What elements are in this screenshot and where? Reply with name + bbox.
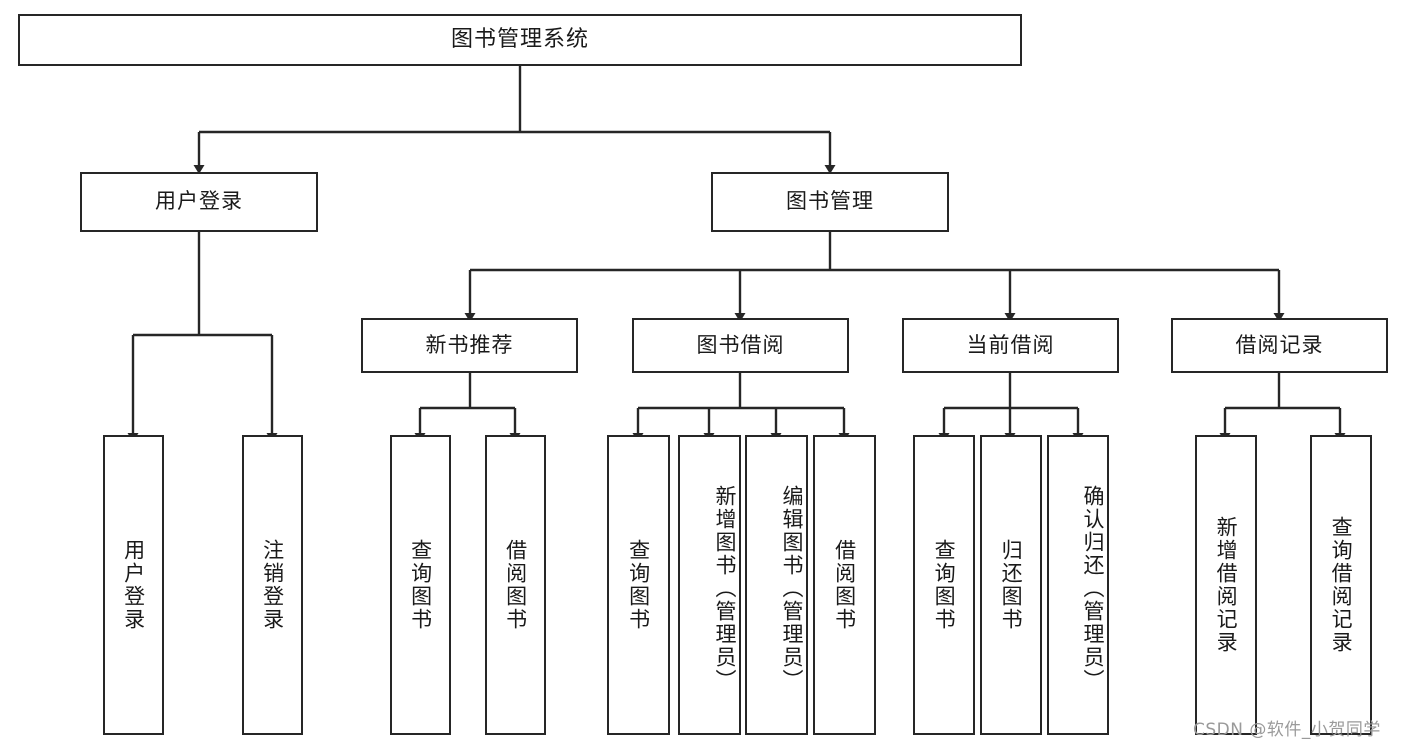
node-book-borrow[interactable]: 图书借阅 (632, 318, 849, 373)
node-label: 查询图书 (626, 539, 651, 631)
node-label: 新增借阅记录 (1214, 516, 1239, 654)
node-label: 当前借阅 (966, 332, 1055, 357)
node-label: 查询图书 (932, 539, 957, 631)
leaf-query-borrow-record[interactable]: 查询借阅记录 (1310, 435, 1372, 735)
node-label: 编辑图书（管理员） (780, 484, 804, 692)
leaf-user-login[interactable]: 用户登录 (103, 435, 164, 735)
node-label: 借阅记录 (1235, 332, 1324, 357)
leaf-confirm-return-admin[interactable]: 确认归还（管理员） (1047, 435, 1109, 735)
node-label: 注销登录 (260, 539, 285, 631)
node-book-manage[interactable]: 图书管理 (711, 172, 949, 232)
leaf-add-book-admin[interactable]: 新增图书（管理员） (678, 435, 741, 735)
leaf-edit-book-admin[interactable]: 编辑图书（管理员） (745, 435, 808, 735)
node-label: 用户登录 (155, 189, 243, 214)
leaf-query-book-borrow[interactable]: 查询图书 (607, 435, 670, 735)
leaf-return-book[interactable]: 归还图书 (980, 435, 1042, 735)
leaf-logout[interactable]: 注销登录 (242, 435, 303, 735)
node-label: 查询借阅记录 (1329, 516, 1354, 654)
node-label: 用户登录 (121, 539, 146, 631)
node-label: 借阅图书 (503, 539, 528, 631)
node-label: 新书推荐 (425, 332, 514, 357)
node-label: 新增图书（管理员） (713, 484, 737, 692)
csdn-watermark: CSDN @软件_小贺同学 (1193, 720, 1381, 740)
leaf-query-book-current[interactable]: 查询图书 (913, 435, 975, 735)
node-new-book-recommendation[interactable]: 新书推荐 (361, 318, 578, 373)
node-label: 确认归还（管理员） (1081, 484, 1105, 692)
leaf-add-borrow-record[interactable]: 新增借阅记录 (1195, 435, 1257, 735)
leaf-borrow-book-new-rec[interactable]: 借阅图书 (485, 435, 546, 735)
node-borrow-record[interactable]: 借阅记录 (1171, 318, 1388, 373)
leaf-borrow-book-borrow[interactable]: 借阅图书 (813, 435, 876, 735)
node-label: 查询图书 (408, 539, 433, 631)
node-current-borrow[interactable]: 当前借阅 (902, 318, 1119, 373)
node-root-book-management-system[interactable]: 图书管理系统 (18, 14, 1022, 66)
node-label: 归还图书 (999, 539, 1024, 631)
leaf-query-book-new-rec[interactable]: 查询图书 (390, 435, 451, 735)
node-label: 图书管理 (786, 189, 874, 214)
node-label: 借阅图书 (832, 539, 857, 631)
node-user-login[interactable]: 用户登录 (80, 172, 318, 232)
node-label: 图书管理系统 (450, 26, 589, 52)
node-label: 图书借阅 (696, 332, 785, 357)
